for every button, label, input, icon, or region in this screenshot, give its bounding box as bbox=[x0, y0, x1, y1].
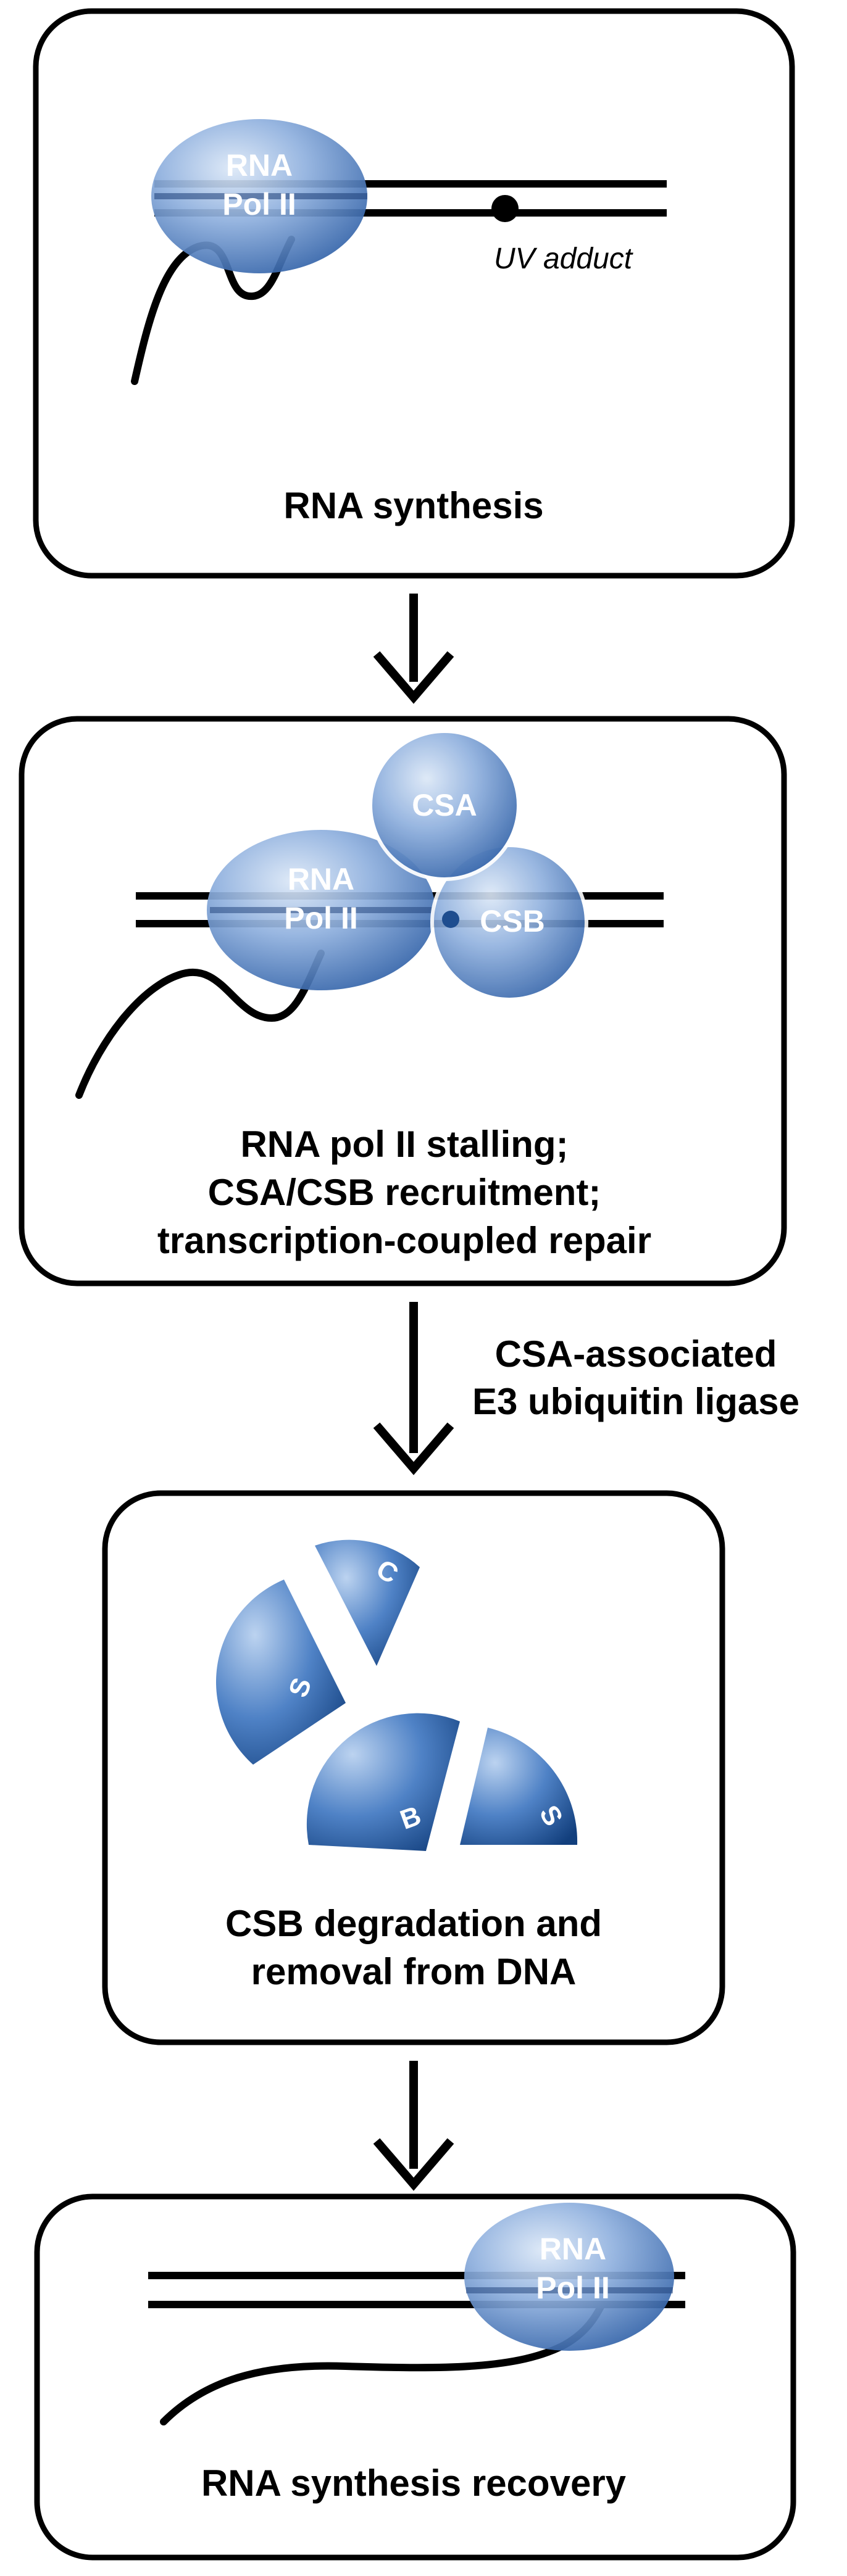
pol-ii-label-line1: RNA bbox=[288, 862, 354, 897]
rna-transcript bbox=[75, 950, 325, 1099]
panel-rna-synthesis: UV adduct RNA Pol II RNA synthesis bbox=[33, 8, 795, 579]
csa-label: CSA bbox=[412, 788, 477, 822]
panel-caption-line3: transcription-coupled repair bbox=[157, 1220, 651, 1261]
pol-ii-label-line1: RNA bbox=[540, 2232, 606, 2266]
uv-adduct-dot bbox=[491, 195, 519, 222]
panel-frame bbox=[19, 716, 787, 1286]
rna-pol-ii-blob: RNA Pol II bbox=[464, 2203, 674, 2351]
pol-ii-label-line2: Pol II bbox=[536, 2271, 609, 2305]
pol-ii-label-line2: Pol II bbox=[284, 901, 357, 935]
panel-caption-line1: RNA pol II stalling; bbox=[240, 1124, 568, 1165]
panel-caption-line1: CSB degradation and bbox=[225, 1903, 602, 1944]
panel-rna-synthesis-recovery: RNA Pol II RNA synthesis recovery bbox=[34, 2193, 796, 2561]
arrow-3 bbox=[373, 2061, 454, 2191]
arrow-1 bbox=[373, 594, 454, 704]
rna-pol-ii-blob: RNA Pol II bbox=[151, 119, 367, 273]
panel-stalling-repair: RNA Pol II CSB CSA RNA pol II stalling; … bbox=[19, 716, 787, 1286]
csb-label: CSB bbox=[480, 904, 545, 938]
csb-fragment-1: C bbox=[315, 1539, 420, 1666]
csa-blob: CSA bbox=[369, 729, 520, 881]
uv-adduct-label: UV adduct bbox=[494, 242, 633, 275]
arrow-2: CSA-associated E3 ubiquitin ligase bbox=[373, 1302, 799, 1475]
panel-caption: RNA synthesis recovery bbox=[201, 2462, 627, 2504]
panel-caption-line2: removal from DNA bbox=[251, 1951, 577, 1992]
panel-caption-line2: CSA/CSB recruitment; bbox=[208, 1172, 601, 1213]
rna-pol-ii-blob: RNA Pol II bbox=[207, 830, 435, 990]
pol-ii-label-line2: Pol II bbox=[222, 187, 296, 222]
panel-caption: RNA synthesis bbox=[283, 485, 543, 526]
csb-fragment-4: S bbox=[460, 1728, 578, 1845]
csb-fragment-3: B bbox=[306, 1713, 460, 1851]
pol-ii-label-line1: RNA bbox=[226, 148, 293, 183]
arrow-label-line2: E3 ubiquitin ligase bbox=[472, 1381, 799, 1422]
arrow-label-line1: CSA-associated bbox=[495, 1333, 777, 1375]
panel-csb-degradation: C S B S CSB degradation and removal from… bbox=[102, 1490, 725, 2045]
csb-fragment-2: S bbox=[215, 1580, 346, 1765]
csb-blob: CSB bbox=[430, 843, 588, 1001]
